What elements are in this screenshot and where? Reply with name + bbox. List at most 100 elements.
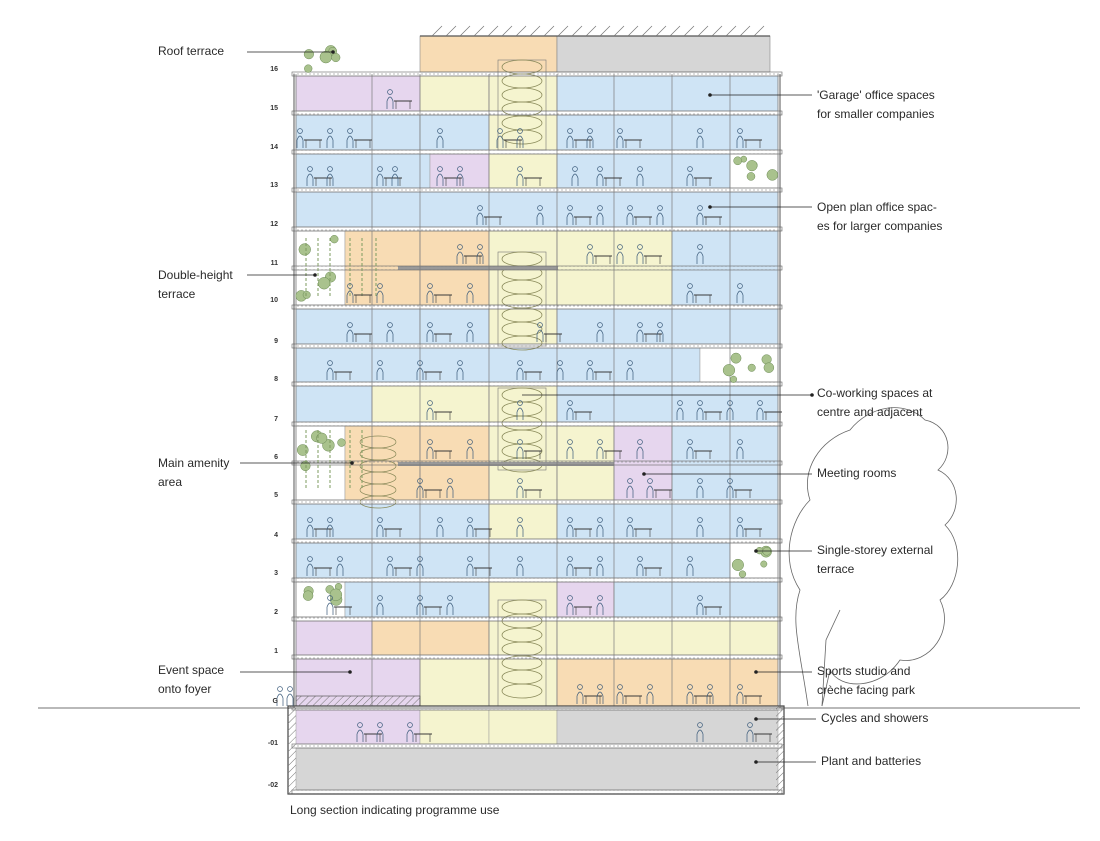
level-number: 1 bbox=[258, 648, 278, 655]
room-zone bbox=[489, 710, 557, 744]
level-number: 16 bbox=[258, 66, 278, 73]
planting bbox=[330, 589, 342, 601]
level-number: 8 bbox=[258, 376, 278, 383]
floor-slab bbox=[292, 344, 782, 348]
level-number: G bbox=[258, 698, 278, 705]
level-number: 9 bbox=[258, 338, 278, 345]
planting bbox=[748, 364, 755, 371]
room-zone bbox=[372, 386, 489, 422]
floor-slab bbox=[292, 461, 782, 465]
room-zone bbox=[296, 76, 420, 111]
room-zone bbox=[489, 582, 557, 617]
person-head bbox=[278, 687, 283, 692]
solar-panel bbox=[474, 26, 484, 36]
room-zone bbox=[489, 309, 557, 344]
room-zone bbox=[420, 115, 489, 150]
room-zone bbox=[557, 659, 778, 706]
planting bbox=[299, 244, 311, 256]
planting bbox=[318, 277, 330, 289]
leader-dot bbox=[348, 670, 352, 674]
solar-panel bbox=[726, 26, 736, 36]
solar-panel bbox=[502, 26, 512, 36]
solar-panel bbox=[698, 26, 708, 36]
level-number: 4 bbox=[258, 532, 278, 539]
floor-slab bbox=[292, 539, 782, 543]
room-zone bbox=[557, 154, 730, 188]
planting bbox=[747, 172, 755, 180]
room-zone bbox=[614, 582, 778, 617]
level-number: 2 bbox=[258, 609, 278, 616]
leader-dot bbox=[331, 50, 335, 54]
solar-panel bbox=[446, 26, 456, 36]
leader-dot bbox=[708, 93, 712, 97]
level-number: 15 bbox=[258, 105, 278, 112]
solar-panel bbox=[740, 26, 750, 36]
leader-dot bbox=[810, 393, 814, 397]
room-zone bbox=[489, 659, 557, 706]
floor-slab bbox=[292, 305, 782, 309]
floor-slab bbox=[292, 655, 782, 659]
foyer-steps bbox=[296, 696, 420, 706]
solar-panel bbox=[754, 26, 764, 36]
planting bbox=[303, 591, 313, 601]
solar-panel bbox=[656, 26, 666, 36]
solar-panel bbox=[516, 26, 526, 36]
level-number: 7 bbox=[258, 416, 278, 423]
room-zone bbox=[420, 710, 489, 744]
level-number: 10 bbox=[258, 297, 278, 304]
floor-slab bbox=[292, 266, 782, 270]
floor-slab bbox=[292, 188, 782, 192]
level-number: 6 bbox=[258, 454, 278, 461]
room-zone bbox=[420, 309, 489, 344]
planting bbox=[764, 363, 774, 373]
planting bbox=[767, 169, 778, 180]
planting bbox=[734, 157, 742, 165]
roof-pavilion-amenity bbox=[420, 36, 557, 72]
room-zone bbox=[296, 621, 372, 655]
leader-dot bbox=[642, 472, 646, 476]
label-single-storey-terrace: Single-storey external terrace bbox=[817, 541, 933, 579]
solar-panel bbox=[600, 26, 610, 36]
label-meeting-rooms: Meeting rooms bbox=[817, 464, 896, 483]
level-number: 14 bbox=[258, 144, 278, 151]
leader-dot bbox=[754, 670, 758, 674]
leader-dot bbox=[350, 461, 354, 465]
solar-panel bbox=[642, 26, 652, 36]
planting bbox=[723, 364, 735, 376]
label-sports-studio: Sports studio and crèche facing park bbox=[817, 662, 915, 700]
planting bbox=[730, 376, 737, 383]
planting bbox=[338, 439, 346, 447]
level-number: 12 bbox=[258, 221, 278, 228]
room-zone bbox=[420, 76, 489, 111]
room-zone bbox=[296, 504, 489, 539]
solar-panel bbox=[572, 26, 582, 36]
planting bbox=[731, 353, 741, 363]
room-zone bbox=[557, 309, 778, 344]
solar-panel bbox=[712, 26, 722, 36]
person-body bbox=[287, 694, 293, 706]
room-zone bbox=[296, 543, 730, 578]
floor-slab bbox=[292, 617, 782, 621]
room-zone bbox=[296, 386, 372, 422]
planting bbox=[332, 53, 341, 62]
label-coworking: Co-working spaces at centre and adjacent bbox=[817, 384, 932, 422]
solar-panel bbox=[488, 26, 498, 36]
solar-panel bbox=[432, 26, 442, 36]
label-open-plan-offices: Open plan office spac- es for larger com… bbox=[817, 198, 942, 236]
room-zone bbox=[296, 748, 778, 790]
floor-slab bbox=[292, 111, 782, 115]
planting bbox=[320, 51, 332, 63]
label-event-space: Event space onto foyer bbox=[158, 661, 224, 699]
planting bbox=[747, 160, 758, 171]
room-zone bbox=[557, 582, 614, 617]
level-number: 13 bbox=[258, 182, 278, 189]
planting bbox=[297, 444, 308, 455]
level-number: -01 bbox=[258, 740, 278, 747]
planting bbox=[761, 561, 767, 567]
room-zone bbox=[296, 348, 700, 382]
room-zone bbox=[420, 659, 489, 706]
room-zone bbox=[557, 710, 778, 744]
floor-slab bbox=[292, 72, 782, 76]
